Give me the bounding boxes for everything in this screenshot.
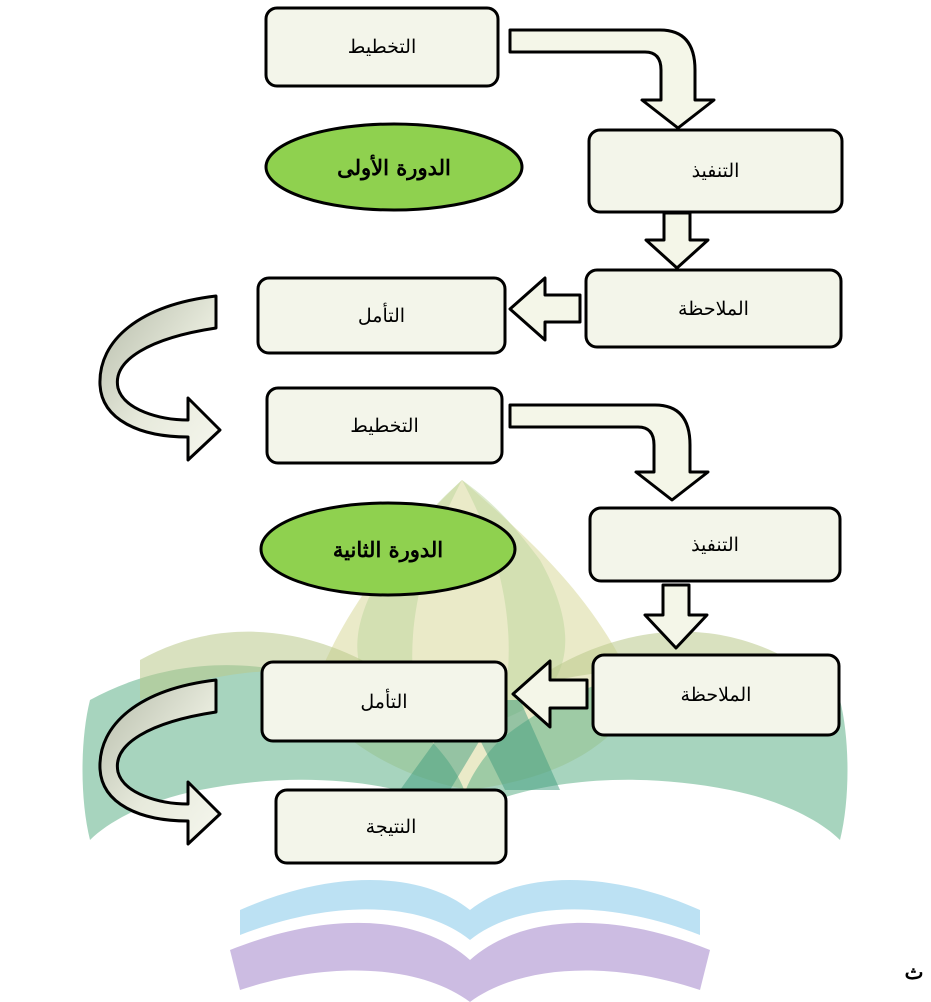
implementation-label-2: التنفيذ (691, 533, 739, 556)
curved-arrow-icon (98, 294, 222, 462)
implementation-box-1 (587, 128, 844, 214)
cycle-1-label: الدورة الأولى (337, 154, 451, 180)
cycle-2-oval (259, 501, 517, 597)
cycle-2-label: الدورة الثانية (332, 536, 444, 562)
elbow-arrow-icon (508, 403, 710, 502)
planning-label-2: التخطيط (350, 414, 419, 437)
reflection-label-1: التأمل (357, 304, 406, 327)
implementation-label-1: التنفيذ (691, 160, 740, 182)
observation-box-1 (584, 268, 843, 349)
elbow-arrow-icon (508, 28, 716, 130)
planning-label-1: التخطيط (347, 36, 417, 58)
edge-character: ث (904, 960, 924, 984)
observation-label-2: الملاحظة (680, 684, 752, 706)
cycle-1-oval (264, 122, 524, 212)
observation-box-2 (591, 653, 841, 737)
reflection-box-1 (256, 276, 507, 355)
curved-arrow-icon (98, 678, 222, 846)
down-arrow-icon (644, 211, 710, 270)
result-label: النتيجة (365, 815, 417, 838)
left-arrow-icon (511, 659, 589, 729)
reflection-label-2: التأمل (360, 690, 408, 713)
observation-label-1: الملاحظة (678, 297, 749, 320)
planning-box-1 (264, 6, 500, 88)
reflection-box-2 (260, 660, 508, 743)
down-arrow-icon (643, 583, 709, 650)
implementation-box-2 (588, 506, 842, 583)
planning-box-2 (265, 386, 504, 465)
result-box (274, 788, 508, 865)
left-arrow-icon (508, 276, 582, 342)
